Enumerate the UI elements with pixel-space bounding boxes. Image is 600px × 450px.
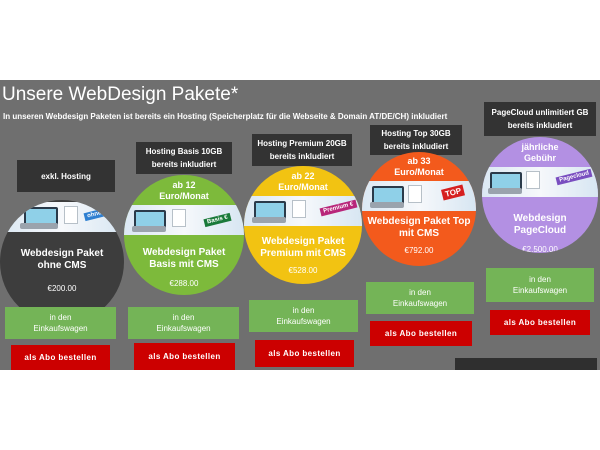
tag-text: exkl. Hosting (41, 171, 91, 181)
package-label-badge: Premium € (319, 199, 358, 217)
package-price: €288.00 (169, 279, 199, 288)
package-price: €792.00 (404, 246, 434, 255)
page-title: Unsere WebDesign Pakete* (2, 84, 239, 105)
webdesign-banner-image: TOP (362, 181, 476, 211)
package-label-badge: Pagecloud (555, 168, 593, 186)
abo-order-button-basis[interactable]: als Abo bestellen (134, 343, 235, 370)
abo-order-button-top[interactable]: als Abo bestellen (370, 321, 472, 346)
webdesign-banner-image: Pagecloud (482, 167, 598, 197)
package-price: €200.00 (47, 284, 77, 293)
package-label-badge: Basis € (203, 212, 232, 228)
footer-dark-box (455, 358, 597, 370)
package-price: €528.00 (288, 266, 318, 275)
webdesign-banner-image: Basis € (124, 205, 244, 235)
hosting-notice: In unseren Webdesign Paketen ist bereits… (3, 112, 448, 121)
abo-order-button-ohne-cms[interactable]: als Abo bestellen (11, 345, 110, 370)
webdesign-banner-image: Premium € (244, 196, 362, 226)
package-tag-exkl-hosting: exkl. Hosting (17, 160, 115, 192)
package-label-badge: ohne CMS (83, 204, 120, 222)
webdesign-banner-image: ohne CMS (0, 202, 124, 232)
abo-order-button-premium[interactable]: als Abo bestellen (255, 340, 354, 367)
package-price: €2.500.00 (522, 245, 558, 253)
abo-order-button-pagecloud[interactable]: als Abo bestellen (490, 310, 590, 335)
packages-section: Unsere WebDesign Pakete* In unseren Webd… (0, 80, 600, 370)
package-label-badge: TOP (441, 184, 466, 201)
